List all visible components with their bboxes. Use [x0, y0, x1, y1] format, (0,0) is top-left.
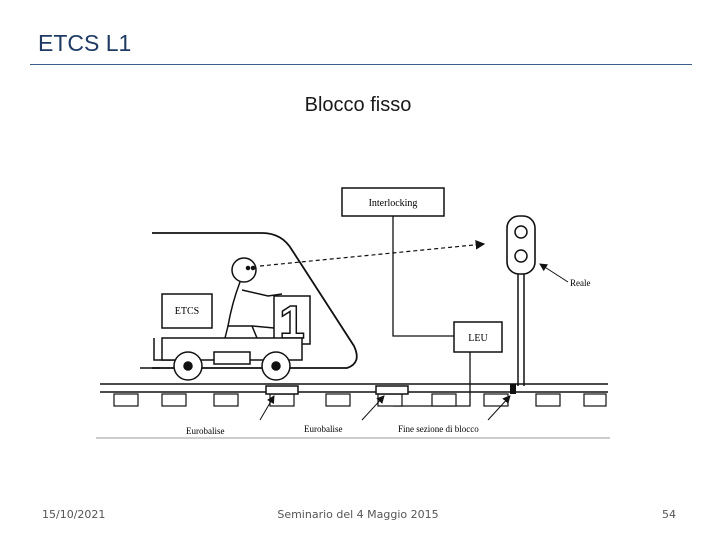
page-number: 54 — [662, 508, 676, 521]
interlocking-box: Interlocking — [341, 187, 445, 217]
reale-label: Reale — [570, 278, 591, 288]
etcs-block-diagram: Interlocking LEU Reale 1 — [96, 187, 610, 439]
slide-title: ETCS L1 — [38, 30, 132, 56]
eurobalise-label-1: Eurobalise — [186, 426, 225, 436]
interlocking-label: Interlocking — [369, 198, 418, 209]
interlocking-leu-line — [392, 216, 454, 337]
etcs-box: ETCS — [161, 293, 213, 329]
reale-pointer — [539, 263, 569, 283]
eurobalise-marker-1 — [265, 385, 299, 395]
etcs-label: ETCS — [175, 306, 199, 317]
footer-center-text: Seminario del 4 Maggio 2015 — [277, 508, 439, 521]
rail-track — [100, 383, 608, 393]
fine-sezione-pointer — [487, 395, 511, 421]
footer-date: 15/10/2021 — [42, 508, 106, 521]
train-body — [152, 232, 358, 369]
train-bogie — [153, 337, 303, 381]
driver-figure — [221, 257, 283, 351]
eurobalise-marker-2 — [375, 385, 409, 395]
eurobalise-1-pointer — [259, 395, 275, 421]
driver-sight-line — [259, 240, 486, 267]
sleepers — [113, 393, 607, 407]
slide-subtitle: Blocco fisso — [304, 94, 412, 116]
leu-label: LEU — [468, 333, 488, 344]
fine-sezione-label: Fine sezione di blocco — [398, 424, 479, 434]
signal — [506, 215, 536, 394]
eurobalise-label-2: Eurobalise — [304, 424, 343, 434]
title-divider — [30, 64, 692, 65]
leu-box: LEU — [453, 321, 503, 353]
eurobalise-2-pointer — [361, 395, 385, 421]
